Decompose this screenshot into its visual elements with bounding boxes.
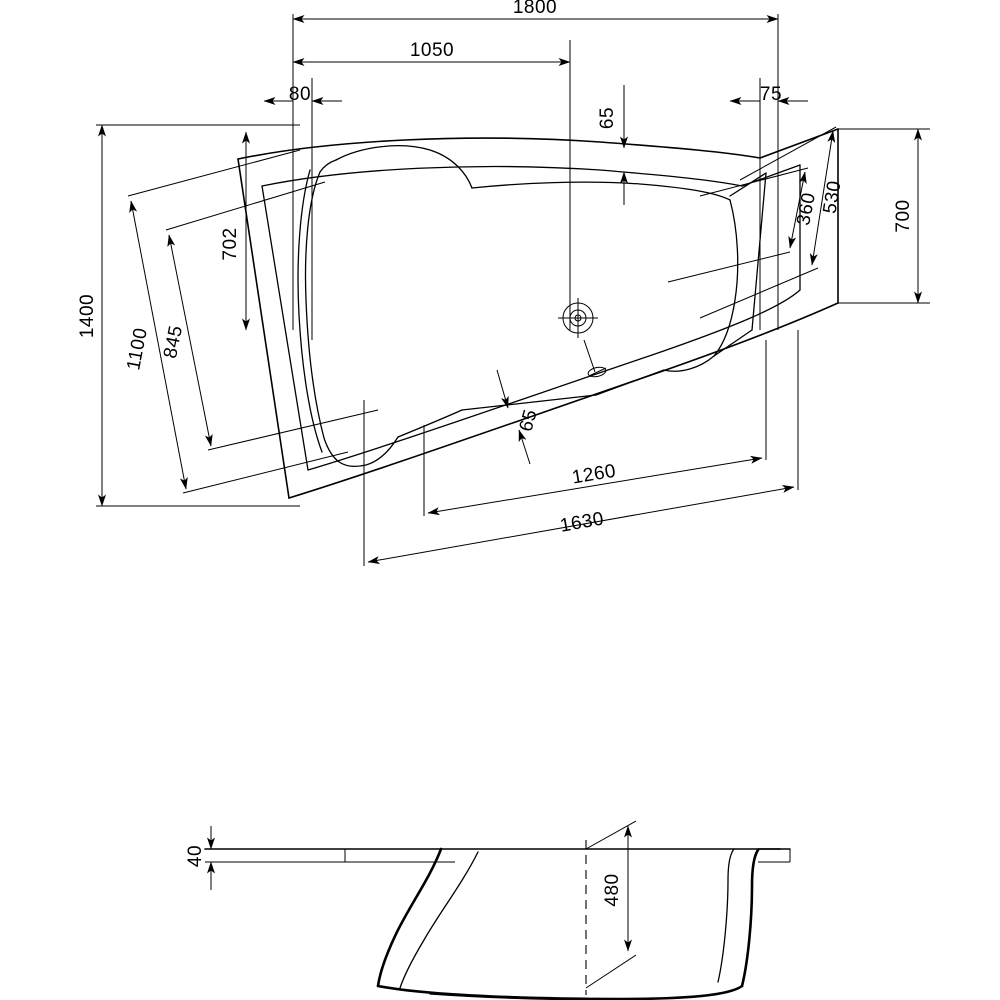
- dimension-label-700: 700: [893, 199, 914, 232]
- dimension-right-depth: 700: [838, 128, 930, 304]
- dimension-inner-right-short: 360: [667, 167, 820, 283]
- dimension-label-530: 530: [820, 179, 846, 215]
- dimension-label-75: 75: [760, 84, 782, 105]
- dimension-rim-top: 65: [597, 85, 628, 205]
- diameter-symbol: [583, 339, 607, 378]
- dimension-label-702: 702: [220, 227, 241, 260]
- dimension-bowl-depth: 480: [585, 820, 637, 989]
- dimension-label-1400: 1400: [77, 294, 98, 338]
- dimension-overall-width: 1800: [292, 0, 779, 330]
- dimension-inner-right-long: 530: [699, 126, 846, 319]
- dimension-label-1800: 1800: [513, 0, 557, 18]
- dimension-rim-thickness: 40: [185, 826, 240, 890]
- dimension-label-40: 40: [185, 845, 206, 867]
- dimension-offset-left: 80: [263, 78, 342, 340]
- plan-view: 1800 1050 80 75 65: [77, 0, 930, 566]
- dimension-overall-depth: 1400: [77, 124, 300, 507]
- elevation-view: 40 480: [185, 820, 791, 1000]
- dimension-inner-left-short: 702: [220, 131, 250, 331]
- dimension-label-80: 80: [289, 84, 311, 105]
- dimension-label-480: 480: [602, 873, 623, 906]
- tub-headrest-detail: [297, 169, 767, 453]
- elevation-left-wall: [376, 847, 479, 989]
- dimension-offset-right: 75: [729, 78, 808, 330]
- dimension-to-drain-center: 1050: [292, 40, 571, 330]
- dimension-label-65-top: 65: [597, 107, 618, 129]
- dimension-label-1050: 1050: [410, 40, 454, 61]
- elevation-right-wall: [717, 848, 791, 988]
- drain-outlet-symbol: [558, 298, 598, 338]
